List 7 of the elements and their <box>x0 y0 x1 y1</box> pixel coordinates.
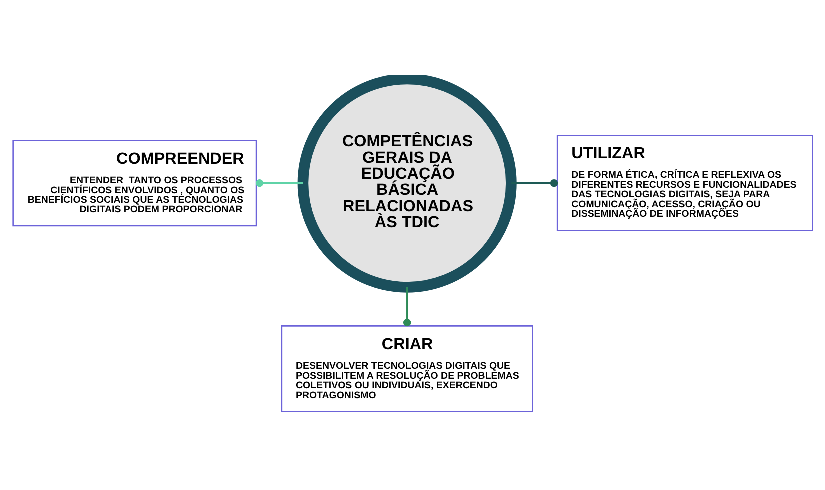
node-box: COMPREENDER ENTENDER TANTO OS PROCESSOS CIENTÍFICOS ENVOLVIDOS , QUANTO OS BENEFÍCIOS SOCIAIS QUE AS TECNOLOGIAS DIGITAIS PODEM PROPORCIONAR <box>12 140 257 226</box>
connector <box>403 286 411 326</box>
connector <box>255 179 303 187</box>
node-box: UTILIZAR DE FORMA ÉTICA, CRÍTICA E REFLEXIVA OS DIFERENTES RECURSOS E FUNCIONALIDADES DAS TECNOLOGIAS DIGITAIS, SEJA PARA COMUNICAÇÃO, ACESSO, CRIAÇÃO OU DISSEMINAÇÃO DE INFORMAÇÕES <box>556 134 813 232</box>
node-box: CRIAR DESENVOLVER TECNOLOGIAS DIGITAIS QUE POSSIBILITEM A RESOLUÇÃO DE PROBLEMAS COLETIVOS OU INDIVIDUAIS, EXERCENDO PROTAGONISMO <box>280 325 533 412</box>
node-circle: COMPETÊNCIAS GERAIS DA EDUCAÇÃO BÁSICA RELACIONADAS ÀS TDIC <box>297 74 516 292</box>
connector <box>511 179 558 187</box>
